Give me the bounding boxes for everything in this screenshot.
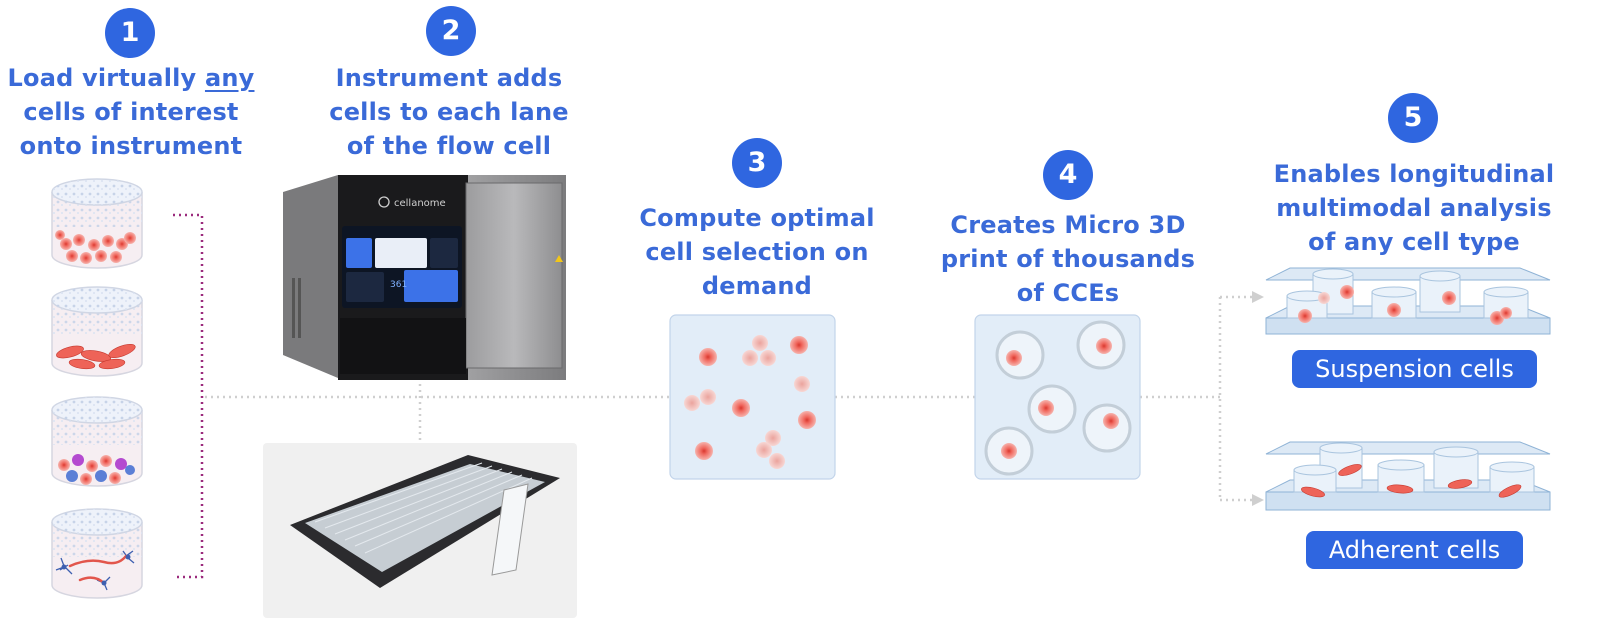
step-1-title-emphasis: any (204, 64, 255, 92)
instrument-brand: cellanome (394, 198, 446, 209)
step-5-title: Enables longitudinal multimodal analysis… (1262, 157, 1566, 259)
step-1-title: Load virtually any cells of interest ont… (0, 61, 262, 163)
step-1-badge: 1 (105, 8, 155, 58)
flow-cell-photo (263, 443, 577, 618)
cell-selection-panel (669, 314, 836, 480)
step-3-title: Compute optimal cell selection on demand (622, 201, 892, 303)
step-4-title-line-2: print of thousands (940, 245, 1196, 273)
sample-bracket (173, 213, 204, 579)
suspension-chip (1265, 267, 1551, 335)
step-2-badge: 2 (426, 6, 476, 56)
step-4-title-line-1: Creates Micro 3D (950, 211, 1186, 239)
sample-tube-neural (51, 508, 143, 599)
flow-connectors (205, 295, 1252, 502)
sample-tube-adherent (51, 286, 143, 377)
step-3-title-line-1: Compute optimal (639, 204, 875, 232)
instrument-screen-number: 361 (390, 280, 407, 290)
step-4-title-line-3: of CCEs (1016, 279, 1120, 307)
step-2-title-line-1: Instrument adds (335, 64, 563, 92)
step-1-title-line-2: cells of interest (23, 98, 239, 126)
arrow-heads (1252, 291, 1264, 506)
step-5-badge: 5 (1388, 93, 1438, 143)
step-3-badge: 3 (732, 138, 782, 188)
step-4-title: Creates Micro 3D print of thousands of C… (930, 208, 1206, 310)
step-5-title-line-1: Enables longitudinal (1273, 160, 1555, 188)
step-3-title-line-2: cell selection on (645, 238, 869, 266)
step-5-title-line-3: of any cell type (1308, 228, 1520, 256)
sample-tube-mixed (51, 396, 143, 487)
cce-print-panel (974, 314, 1141, 480)
step-3-title-line-3: demand (701, 272, 813, 300)
step-4-badge: 4 (1043, 150, 1093, 200)
sample-tube-suspension (51, 178, 143, 269)
step-2-title-line-3: of the flow cell (346, 132, 552, 160)
step-2-title-line-2: cells to each lane (329, 98, 569, 126)
step-5-title-line-2: multimodal analysis (1276, 194, 1552, 222)
suspension-cells-label: Suspension cells (1292, 350, 1537, 388)
cellanome-instrument: 361 cellanome (283, 175, 566, 380)
step-2-title: Instrument adds cells to each lane of th… (318, 61, 580, 163)
step-1-title-line-1a: Load virtually (7, 64, 205, 92)
adherent-cells-label: Adherent cells (1306, 531, 1523, 569)
step-1-title-line-3: onto instrument (19, 132, 243, 160)
adherent-chip (1265, 441, 1551, 511)
